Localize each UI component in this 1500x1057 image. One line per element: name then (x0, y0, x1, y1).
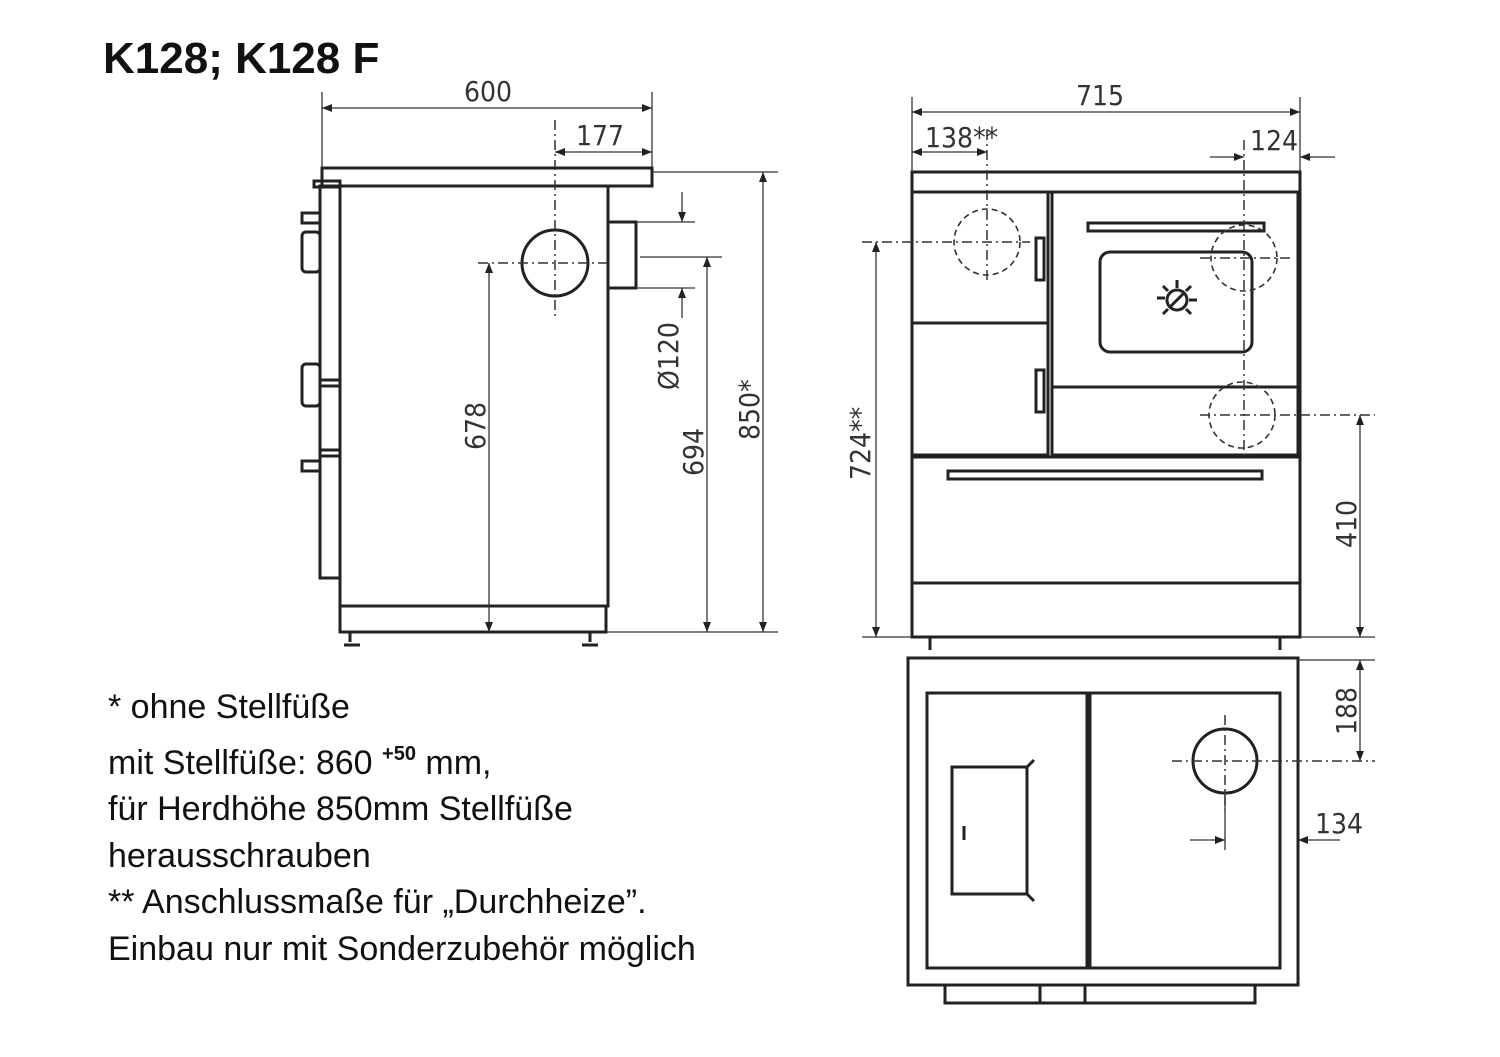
dim-flue-height: 678 (459, 402, 492, 450)
dim-flue-offset: 177 (576, 119, 624, 152)
note-line: ** Anschlussmaße für „Durchheize”. (108, 883, 647, 921)
side-view: 600 177 Ø120 678 694 850* (300, 75, 778, 647)
note-line: mit Stellfüße: 860 +50 mm, (108, 742, 492, 782)
note-line: * ohne Stellfüße (108, 688, 350, 726)
dim-left-offset: 138** (925, 121, 998, 154)
dim-front-width: 715 (1076, 79, 1124, 112)
front-view: 715 138** 124 724** 410 (844, 79, 1375, 650)
plan-view: 188 134 (906, 656, 1375, 1005)
dim-left-connection-height: 724** (844, 407, 877, 480)
note-line: für Herdhöhe 850mm Stellfüße (108, 790, 573, 828)
dim-right-connection-height: 410 (1330, 500, 1363, 548)
dim-collar-height: 694 (677, 428, 710, 476)
footnotes: * ohne Stellfüße mit Stellfüße: 860 +50 … (108, 684, 696, 972)
dim-flue-diameter: Ø120 (652, 322, 685, 390)
note-line: herausschrauben (108, 836, 371, 875)
dim-right-offset: 124 (1250, 124, 1298, 157)
dim-depth-offset: 188 (1330, 687, 1363, 735)
dim-total-height: 850* (733, 379, 766, 440)
dim-width: 600 (464, 75, 512, 108)
note-line: Einbau nur mit Sonderzubehör möglich (108, 929, 696, 968)
dim-side-offset: 134 (1315, 807, 1363, 840)
drawing-title: K128; K128 F (103, 34, 380, 83)
fire-symbol-icon (1157, 280, 1197, 316)
